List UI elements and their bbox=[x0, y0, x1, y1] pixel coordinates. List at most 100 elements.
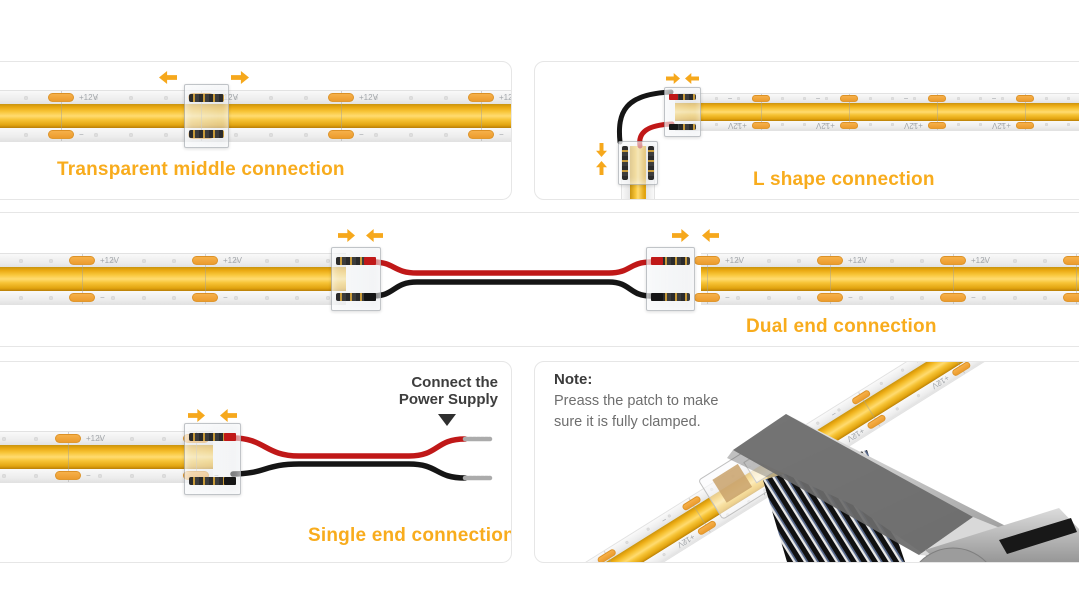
wire-crimp bbox=[651, 257, 663, 265]
arrow-right-icon bbox=[188, 409, 205, 422]
connector-contact bbox=[189, 130, 224, 138]
panel-title-dual-end: Dual end connection bbox=[746, 316, 937, 337]
wire-crimp bbox=[364, 293, 376, 301]
pad-label: − bbox=[359, 130, 364, 139]
arrow-left-icon bbox=[702, 229, 719, 242]
strip-connector-vertical bbox=[618, 141, 658, 185]
strip-connector bbox=[184, 84, 229, 148]
pointer-down-triangle-icon bbox=[438, 414, 456, 426]
strip-pad-positive bbox=[1063, 256, 1079, 265]
strip-pad-negative bbox=[328, 130, 354, 139]
strip-pad-negative bbox=[751, 122, 771, 129]
connector-contact bbox=[189, 94, 224, 102]
strip-pad-negative bbox=[694, 293, 720, 302]
strip-pad-negative bbox=[1015, 122, 1035, 129]
led-strip: −+12V−+12V−+12V−+12V bbox=[675, 93, 1079, 131]
panel-transparent-middle-connection: Transparent middle connection +12V − +12V −… bbox=[0, 61, 512, 200]
wire-crimp bbox=[669, 94, 678, 101]
wire-crimp bbox=[224, 433, 236, 441]
strip-pad-positive bbox=[1015, 95, 1035, 102]
pad-label: +12V bbox=[971, 256, 990, 265]
pad-label: +12V bbox=[499, 93, 511, 102]
connector-contact bbox=[336, 257, 376, 265]
connector-contact bbox=[669, 123, 696, 130]
panel-title-single-end: Single end connection bbox=[308, 525, 512, 546]
wire-crimp bbox=[651, 293, 663, 301]
arrow-up-icon bbox=[596, 161, 607, 175]
strip-pad-positive bbox=[55, 434, 81, 443]
pad-label: − bbox=[971, 293, 976, 302]
pad-label: +12V bbox=[815, 120, 835, 130]
arrow-right-icon bbox=[338, 229, 355, 242]
connector-contact bbox=[648, 146, 654, 180]
pad-label: +12V bbox=[79, 93, 98, 102]
arrow-right-icon bbox=[666, 73, 680, 84]
clamp-illustration: −+12V−+12V−+12V−+12V−+12V bbox=[535, 362, 1079, 562]
strip-pad-negative bbox=[48, 130, 74, 139]
pad-label: − bbox=[725, 293, 730, 302]
strip-connector bbox=[331, 247, 381, 311]
wire-crimp bbox=[364, 257, 376, 265]
pad-label: +12V bbox=[903, 120, 923, 130]
pad-label: +12V bbox=[848, 256, 867, 265]
strip-pad-negative bbox=[192, 293, 218, 302]
strip-pad-negative bbox=[839, 122, 859, 129]
connector-contact bbox=[651, 293, 690, 301]
note-body-line2: sure it is fully clamped. bbox=[554, 414, 701, 430]
strip-connector bbox=[646, 247, 695, 311]
note-body-line1: Preass the patch to make bbox=[554, 393, 719, 409]
panel-note: −+12V−+12V−+12V−+12V−+12V Note: Preass t… bbox=[534, 361, 1079, 563]
strip-pad-positive bbox=[940, 256, 966, 265]
panel-title-l-shape: L shape connection bbox=[753, 169, 935, 190]
strip-connector bbox=[184, 423, 241, 495]
pad-label: +12V bbox=[359, 93, 378, 102]
strip-pad-positive bbox=[192, 256, 218, 265]
strip-connector bbox=[664, 87, 701, 137]
wire-crimp bbox=[669, 123, 678, 130]
arrow-left-icon bbox=[159, 71, 177, 84]
arrow-left-icon bbox=[685, 73, 699, 84]
strip-pad-negative bbox=[817, 293, 843, 302]
pad-label: +12V bbox=[727, 120, 747, 130]
strip-pad-negative bbox=[69, 293, 95, 302]
pad-label: − bbox=[991, 94, 997, 104]
panel-single-end-connection: Connect the Power Supply Single end conn… bbox=[0, 361, 512, 563]
led-strip: +12V−+12V−+12V−+12V− bbox=[694, 253, 1079, 305]
strip-pad-positive bbox=[48, 93, 74, 102]
connect-power-supply-label: Connect the Power Supply bbox=[398, 374, 498, 408]
led-strip: +12V−+12V−+12V− bbox=[0, 253, 346, 305]
pad-label: − bbox=[815, 94, 821, 104]
pad-label: +12V bbox=[725, 256, 744, 265]
panel-l-shape-connection: L shape connection −+12V−+12V−+12V−+12V bbox=[534, 61, 1079, 200]
arrow-right-icon bbox=[672, 229, 689, 242]
pad-label: +12V bbox=[991, 120, 1011, 130]
arrow-left-icon bbox=[220, 409, 237, 422]
connector-contact bbox=[669, 94, 696, 101]
led-strip: −+12V−+12V−+12V−+12V−+12V bbox=[552, 362, 999, 562]
pad-label: − bbox=[903, 94, 909, 104]
pad-label: − bbox=[100, 293, 105, 302]
connector-contact bbox=[651, 257, 690, 265]
pad-label: +12V bbox=[100, 256, 119, 265]
pad-label: − bbox=[223, 293, 228, 302]
strip-pad-positive bbox=[694, 256, 720, 265]
strip-pad-positive bbox=[468, 93, 494, 102]
pad-label: − bbox=[848, 293, 853, 302]
arrow-left-icon bbox=[366, 229, 383, 242]
wire-crimp bbox=[224, 477, 236, 485]
strip-pad-positive bbox=[751, 95, 771, 102]
pad-label: − bbox=[79, 130, 84, 139]
led-strip: +12V−+12V−+12V−+12V− bbox=[0, 90, 511, 142]
strip-pad-positive bbox=[69, 256, 95, 265]
strip-pad-negative bbox=[1063, 293, 1079, 302]
connector-contact bbox=[336, 293, 376, 301]
panel-title-transparent-middle: Transparent middle connection bbox=[57, 159, 345, 180]
strip-pad-negative bbox=[927, 122, 947, 129]
pad-label: − bbox=[499, 130, 504, 139]
panel-dual-end-connection: Dual end connection +12V − +12V − +12V − +12V −… bbox=[0, 212, 1079, 347]
pad-label: +12V bbox=[86, 434, 105, 443]
strip-pad-negative bbox=[55, 471, 81, 480]
strip-pad-positive bbox=[839, 95, 859, 102]
connector-contact bbox=[189, 433, 236, 441]
